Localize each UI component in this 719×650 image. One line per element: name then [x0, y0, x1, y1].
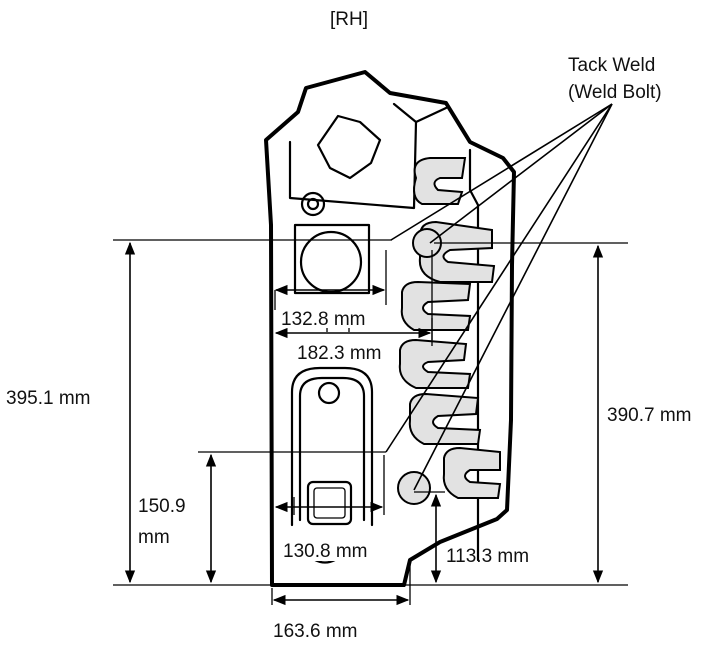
dim-label-lower-right-height: 113.3 mm	[446, 546, 529, 567]
leader-2	[429, 103, 613, 244]
upper-square-hole	[293, 223, 371, 295]
side-label: [RH]	[330, 9, 368, 30]
dim-label-lower-height-2: mm	[138, 527, 170, 548]
flange-slot-5	[408, 392, 482, 445]
dim-label-overall-right: 390.7 mm	[607, 405, 691, 426]
leader-3	[385, 103, 613, 453]
label-bg-182	[296, 342, 394, 363]
small-boss-outer	[300, 191, 326, 217]
label-bg-130	[282, 540, 392, 561]
dim-label-lower-height-1: 150.9	[138, 496, 186, 517]
top-cutout	[316, 114, 382, 180]
dim-label-upper-offset-width: 182.3 mm	[297, 343, 381, 364]
callout-line-2: (Weld Bolt)	[568, 82, 662, 103]
flange-slot-3	[400, 280, 472, 331]
dim-label-upper-hole-width: 132.8 mm	[281, 309, 365, 330]
lower-small-hole	[317, 381, 341, 405]
label-bg-132	[279, 309, 367, 328]
panel-upper-shelf	[288, 102, 448, 210]
lower-square-hole-inner	[313, 487, 346, 519]
dimension-lines	[113, 239, 628, 606]
upper-round-hole	[299, 230, 363, 294]
lower-pocket-inner	[298, 376, 366, 522]
tack-weld-leaders	[385, 103, 613, 491]
dim-label-lower-hole-width: 130.8 mm	[283, 541, 367, 562]
flange-slot-4	[398, 338, 472, 389]
weld-bolt-lower	[397, 471, 431, 505]
flange-slot-6	[442, 446, 502, 499]
flange-slot-1	[413, 157, 467, 205]
dim-label-bottom-width: 163.6 mm	[273, 621, 357, 642]
small-boss-inner	[306, 197, 320, 211]
leader-4	[413, 103, 613, 491]
callout-line-1: Tack Weld	[568, 55, 655, 76]
bracket-panel	[264, 70, 516, 587]
leader-1	[390, 103, 613, 241]
lower-pocket	[290, 366, 374, 527]
dim-label-overall-left: 395.1 mm	[6, 388, 90, 409]
flange-edge-outer	[468, 148, 480, 562]
